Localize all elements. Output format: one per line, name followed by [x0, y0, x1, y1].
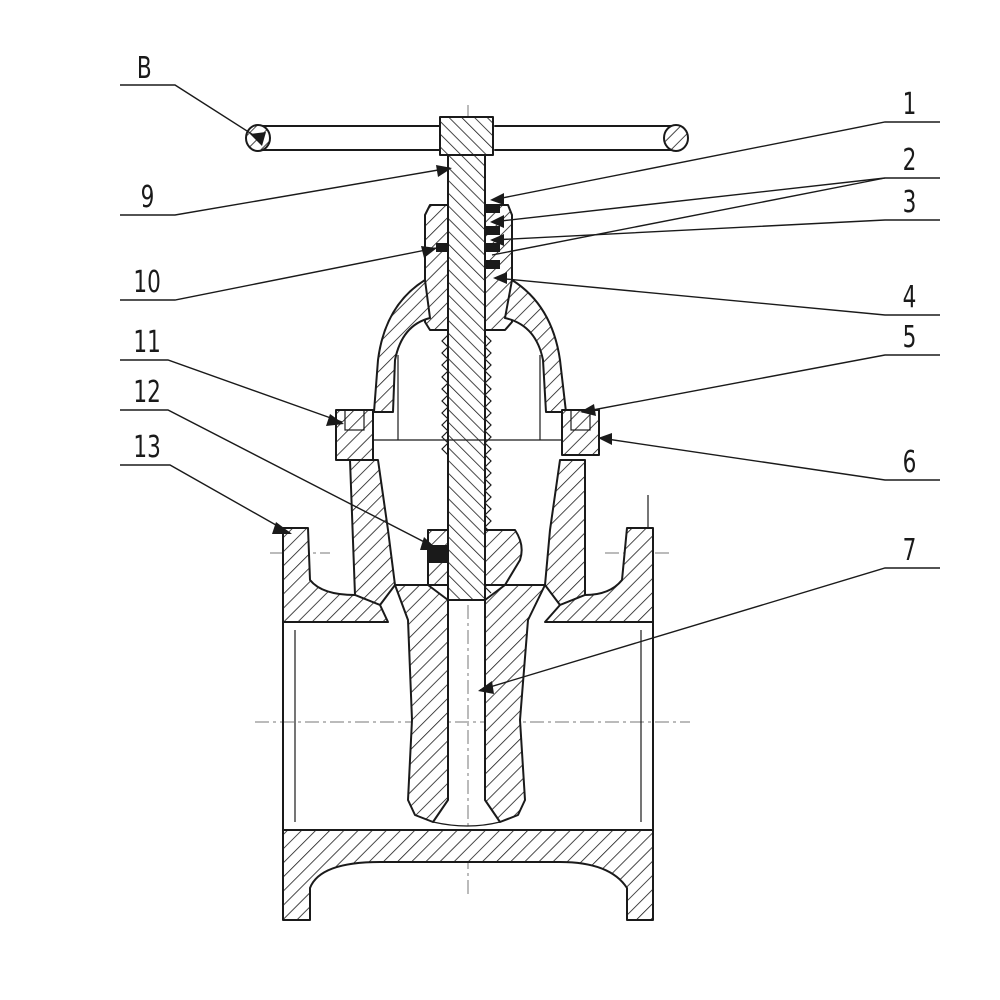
gland-neck [424, 204, 513, 331]
label-11: 11 [133, 326, 160, 360]
label-1: 1 [903, 88, 917, 122]
leader-lines [120, 84, 940, 691]
label-13: 13 [133, 431, 160, 465]
bonnet-bolts [335, 409, 600, 461]
part-labels: B 9 10 11 12 13 1 2 3 4 5 6 7 [133, 52, 916, 568]
label-7: 7 [903, 534, 917, 568]
label-4: 4 [903, 281, 917, 315]
label-B: B [137, 52, 152, 86]
gate-wedge [394, 584, 546, 827]
label-3: 3 [903, 186, 917, 220]
label-12: 12 [133, 376, 160, 410]
handle-bar [245, 124, 689, 152]
label-6: 6 [903, 446, 917, 480]
body-neck [349, 459, 586, 606]
stem-nut [427, 529, 523, 586]
handle-end-right [663, 124, 689, 152]
label-5: 5 [903, 321, 917, 355]
label-2: 2 [903, 144, 917, 178]
valve-body [282, 495, 654, 921]
label-9: 9 [141, 181, 155, 215]
valve-stem [439, 116, 494, 601]
arrowheads [250, 132, 612, 694]
label-10: 10 [133, 266, 160, 300]
